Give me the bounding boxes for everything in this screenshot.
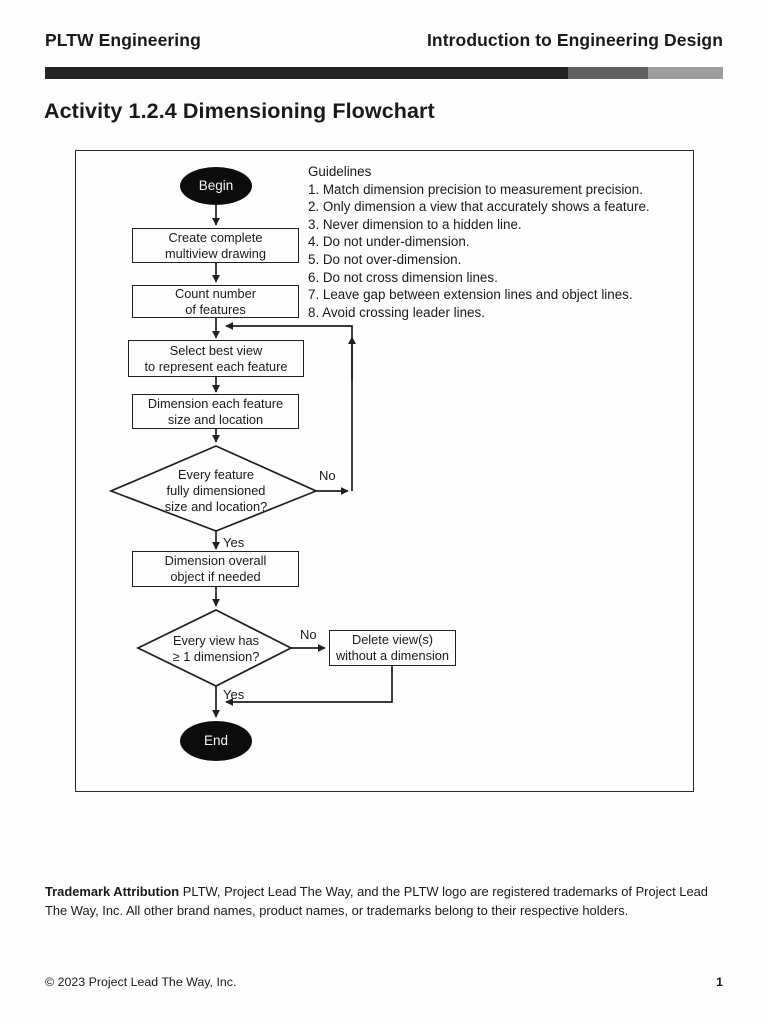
flowchart-connectors — [108, 205, 393, 718]
guideline-item: 6. Do not cross dimension lines. — [308, 269, 498, 285]
guideline-item: 7. Leave gap between extension lines and… — [308, 287, 633, 303]
guideline-item: 5. Do not over-dimension. — [308, 251, 462, 267]
edge-label-d2-yes: Yes — [223, 687, 245, 702]
guideline-item: 2. Only dimension a view that accurately… — [308, 199, 650, 215]
step-select-best-view: Select best view to represent each featu… — [128, 340, 304, 377]
divider-segment-black — [45, 67, 568, 79]
decision-every-feature-dimensioned: Every feature fully dimensioned size and… — [164, 467, 268, 514]
guideline-item: 8. Avoid crossing leader lines. — [308, 304, 485, 320]
header-course-right: Introduction to Engineering Design — [426, 30, 723, 50]
begin-terminal: Begin — [180, 167, 252, 205]
guideline-item: 3. Never dimension to a hidden line. — [308, 216, 522, 232]
step-delete-views: Delete view(s) without a dimension — [329, 630, 456, 666]
end-terminal: End — [180, 721, 252, 761]
header-course-left: PLTW Engineering — [45, 30, 201, 50]
trademark-attribution: Trademark Attribution PLTW, Project Lead… — [45, 883, 729, 920]
page-title: Activity 1.2.4 Dimensioning Flowchart — [44, 99, 435, 123]
divider-segment-lightgray — [648, 67, 723, 79]
guideline-item: 1. Match dimension precision to measurem… — [308, 181, 643, 197]
flowchart-frame: Begin Create complete multiview drawing … — [75, 150, 694, 792]
footer-page-number: 1 — [716, 975, 723, 989]
step-dimension-each-feature: Dimension each feature size and location — [132, 394, 299, 429]
trademark-attribution-text: PLTW, Project Lead The Way, and the PLTW… — [45, 884, 708, 918]
edge-label-d2-no: No — [300, 627, 317, 642]
step-dimension-overall: Dimension overall object if needed — [132, 551, 299, 587]
guidelines-title: Guidelines — [308, 164, 372, 179]
edge-label-d1-no: No — [319, 468, 336, 483]
decision-every-view-has-dimension: Every view has ≥ 1 dimension? — [172, 632, 260, 664]
guidelines-block: Guidelines 1. Match dimension precision … — [308, 163, 688, 321]
divider-segment-gray — [568, 67, 648, 79]
trademark-attribution-label: Trademark Attribution — [45, 884, 180, 899]
step-create-multiview: Create complete multiview drawing — [132, 228, 299, 263]
guideline-item: 4. Do not under-dimension. — [308, 234, 470, 250]
header-divider-bar — [45, 67, 723, 79]
footer-copyright: © 2023 Project Lead The Way, Inc. — [45, 975, 237, 989]
step-count-features: Count number of features — [132, 285, 299, 318]
edge-label-d1-yes: Yes — [223, 535, 245, 550]
